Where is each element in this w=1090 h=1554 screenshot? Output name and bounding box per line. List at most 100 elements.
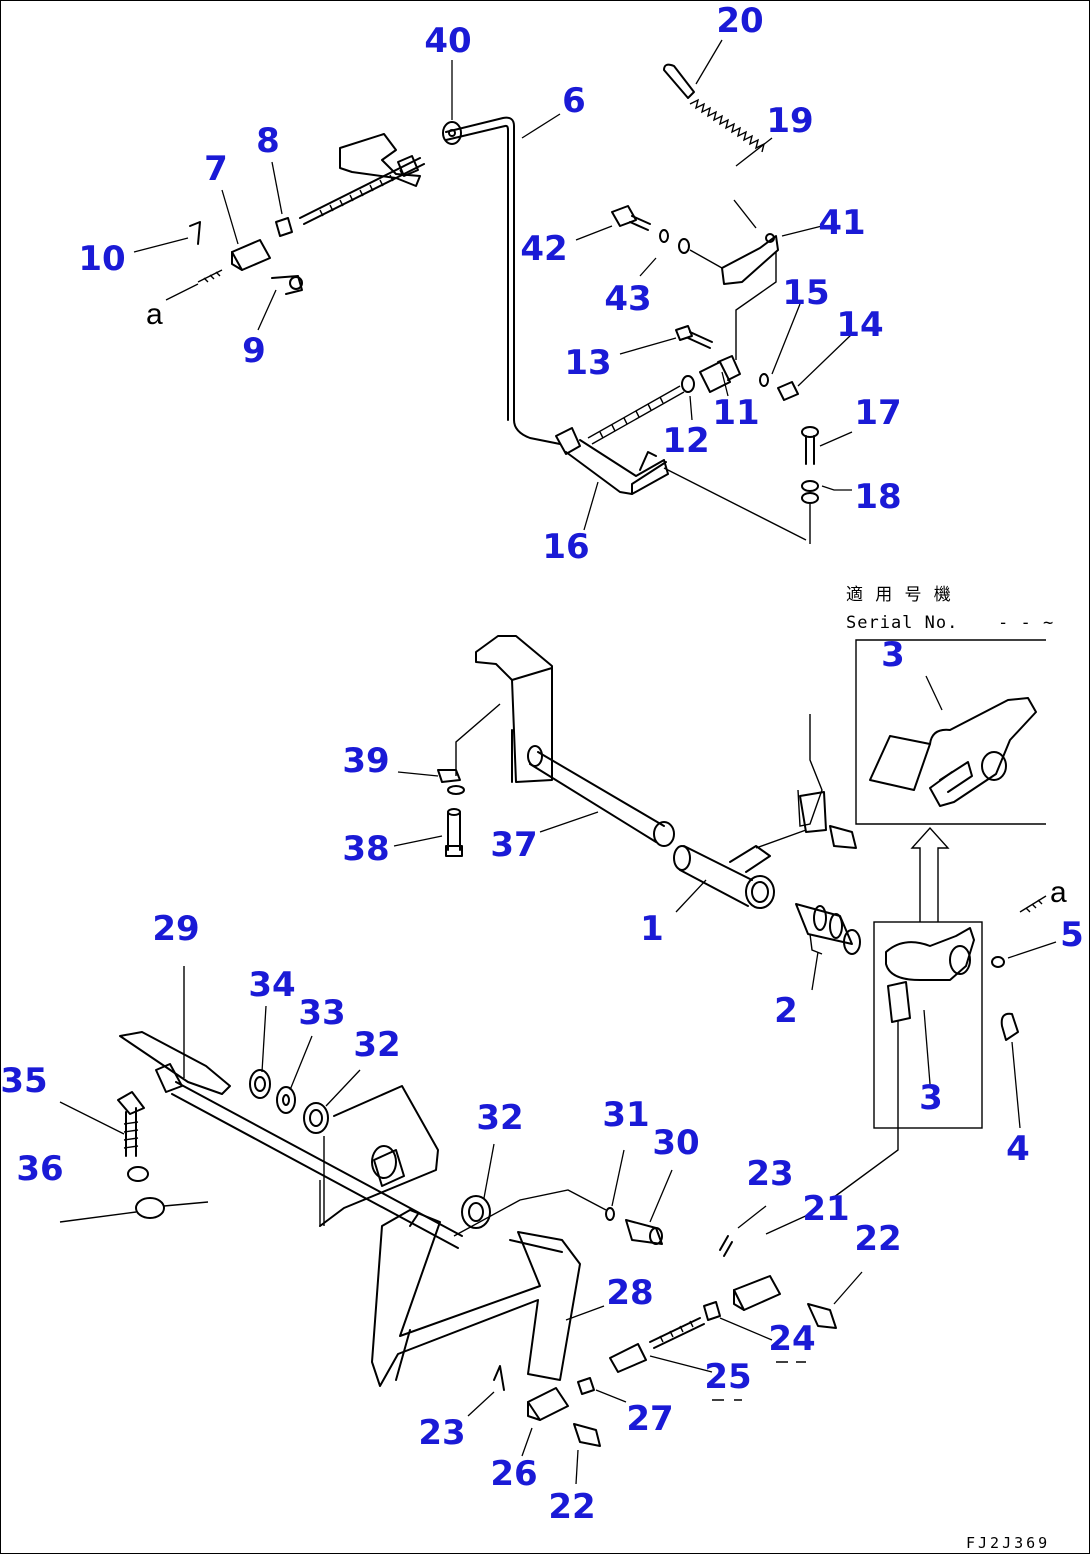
pin-22-right: [807, 1303, 837, 1329]
inset-title-jp: 適 用 号 機: [846, 585, 952, 605]
callout-24: 24: [768, 1319, 815, 1359]
arrow-a-left: [197, 269, 223, 283]
pin-17: [801, 426, 819, 465]
bolt-39: [437, 703, 501, 795]
arrow-a-right: [1019, 895, 1047, 913]
callout-5: 5: [1060, 915, 1084, 955]
callout-7: 7: [204, 149, 228, 189]
inset-serial-value: - - ~: [998, 613, 1054, 633]
callout-23: 23: [418, 1413, 465, 1453]
callout-21: 21: [802, 1189, 849, 1229]
pin-9: [271, 275, 303, 295]
cotter-pin-10: [189, 221, 201, 245]
bolt-42: [611, 205, 651, 231]
bushing-32-left: [303, 1102, 329, 1134]
callout-40: 40: [424, 21, 471, 61]
rod-25: [609, 1317, 705, 1373]
callout-22: 22: [548, 1487, 595, 1527]
lever-41: [721, 233, 779, 360]
callout-29: 29: [152, 909, 199, 949]
pin-22-lower: [573, 1423, 601, 1447]
inset-title-en: Serial No.: [846, 613, 958, 633]
callout-9: 9: [242, 331, 266, 371]
nut-8: [275, 217, 293, 237]
callout-17: 17: [854, 393, 901, 433]
callout-33: 33: [298, 993, 345, 1033]
pin-31: [605, 1207, 615, 1221]
threaded-rod-top: [299, 155, 425, 225]
yoke-21: [733, 1275, 781, 1311]
bushing-34: [249, 1069, 271, 1099]
callout-27: 27: [626, 1399, 673, 1439]
callout-8: 8: [256, 121, 280, 161]
callout-34: 34: [248, 965, 295, 1005]
rod-6: [445, 116, 561, 445]
callout-2: 2: [774, 991, 798, 1031]
pedal-lever: [171, 1081, 463, 1249]
washer-33: [276, 1086, 296, 1114]
adjusting-rod-12: [587, 375, 695, 445]
callout-32: 32: [353, 1025, 400, 1065]
callout-38: 38: [342, 829, 389, 869]
callout-22: 22: [854, 1219, 901, 1259]
yoke-7: [231, 239, 271, 271]
washer-5: [991, 956, 1005, 968]
callout-1: 1: [640, 909, 664, 949]
pin-23-upper: [719, 1235, 733, 1257]
pin-30: [625, 1219, 663, 1245]
washer-18: [801, 480, 819, 544]
link-20: [663, 63, 695, 99]
callout-30: 30: [652, 1123, 699, 1163]
clevis-40: [442, 121, 462, 145]
callout-15: 15: [782, 273, 829, 313]
callout-35: 35: [0, 1061, 47, 1101]
bolt-35: [59, 1091, 209, 1223]
leader-lines: [59, 39, 1057, 1485]
callout-19: 19: [766, 101, 813, 141]
callout-32: 32: [476, 1098, 523, 1138]
inset-box: [855, 639, 1046, 825]
bracket-37: [475, 635, 553, 783]
callout-3: 3: [919, 1078, 943, 1118]
callout-16: 16: [542, 527, 589, 567]
callout-14: 14: [836, 305, 883, 345]
figure-code: FJ2J369: [966, 1534, 1050, 1552]
callout-31: 31: [602, 1095, 649, 1135]
clip-4: [1000, 1012, 1019, 1041]
bushing-32-right: [461, 1195, 491, 1229]
lever-16: [555, 427, 669, 495]
nut-14: [777, 381, 799, 401]
callout-28: 28: [606, 1273, 653, 1313]
collar-2: [795, 903, 861, 955]
callout-25: 25: [704, 1357, 751, 1397]
inset-arrow: [910, 826, 950, 922]
callout-3: 3: [881, 635, 905, 675]
block-11: [699, 355, 741, 393]
callout-43: 43: [604, 279, 651, 319]
dash-marks: [712, 1361, 806, 1401]
pedal-29: [119, 966, 231, 1095]
callout-41: 41: [818, 203, 865, 243]
callout-26: 26: [490, 1454, 537, 1494]
callout-10: 10: [78, 239, 125, 279]
mount-plate: [319, 1085, 439, 1227]
callout-4: 4: [1006, 1129, 1030, 1169]
bracket-top-left: [339, 133, 421, 187]
spring-19: [689, 98, 766, 229]
callout-11: 11: [712, 393, 759, 433]
callout-18: 18: [854, 477, 901, 517]
washer-43: [659, 229, 723, 269]
callout-36: 36: [16, 1149, 63, 1189]
shaft-1: [673, 845, 775, 909]
callout-layer: 1233456789101112131415161718192021222223…: [0, 1, 1084, 1527]
callout-37: 37: [490, 825, 537, 865]
callout-20: 20: [716, 1, 763, 41]
detail-box-3: [829, 921, 983, 1201]
upper-arm: [755, 714, 857, 849]
washer-15: [759, 373, 769, 387]
callout-12: 12: [662, 421, 709, 461]
connection-label-a-left: a: [146, 298, 163, 331]
shaft-37: [527, 745, 675, 847]
connection-label-a-right: a: [1050, 876, 1067, 909]
